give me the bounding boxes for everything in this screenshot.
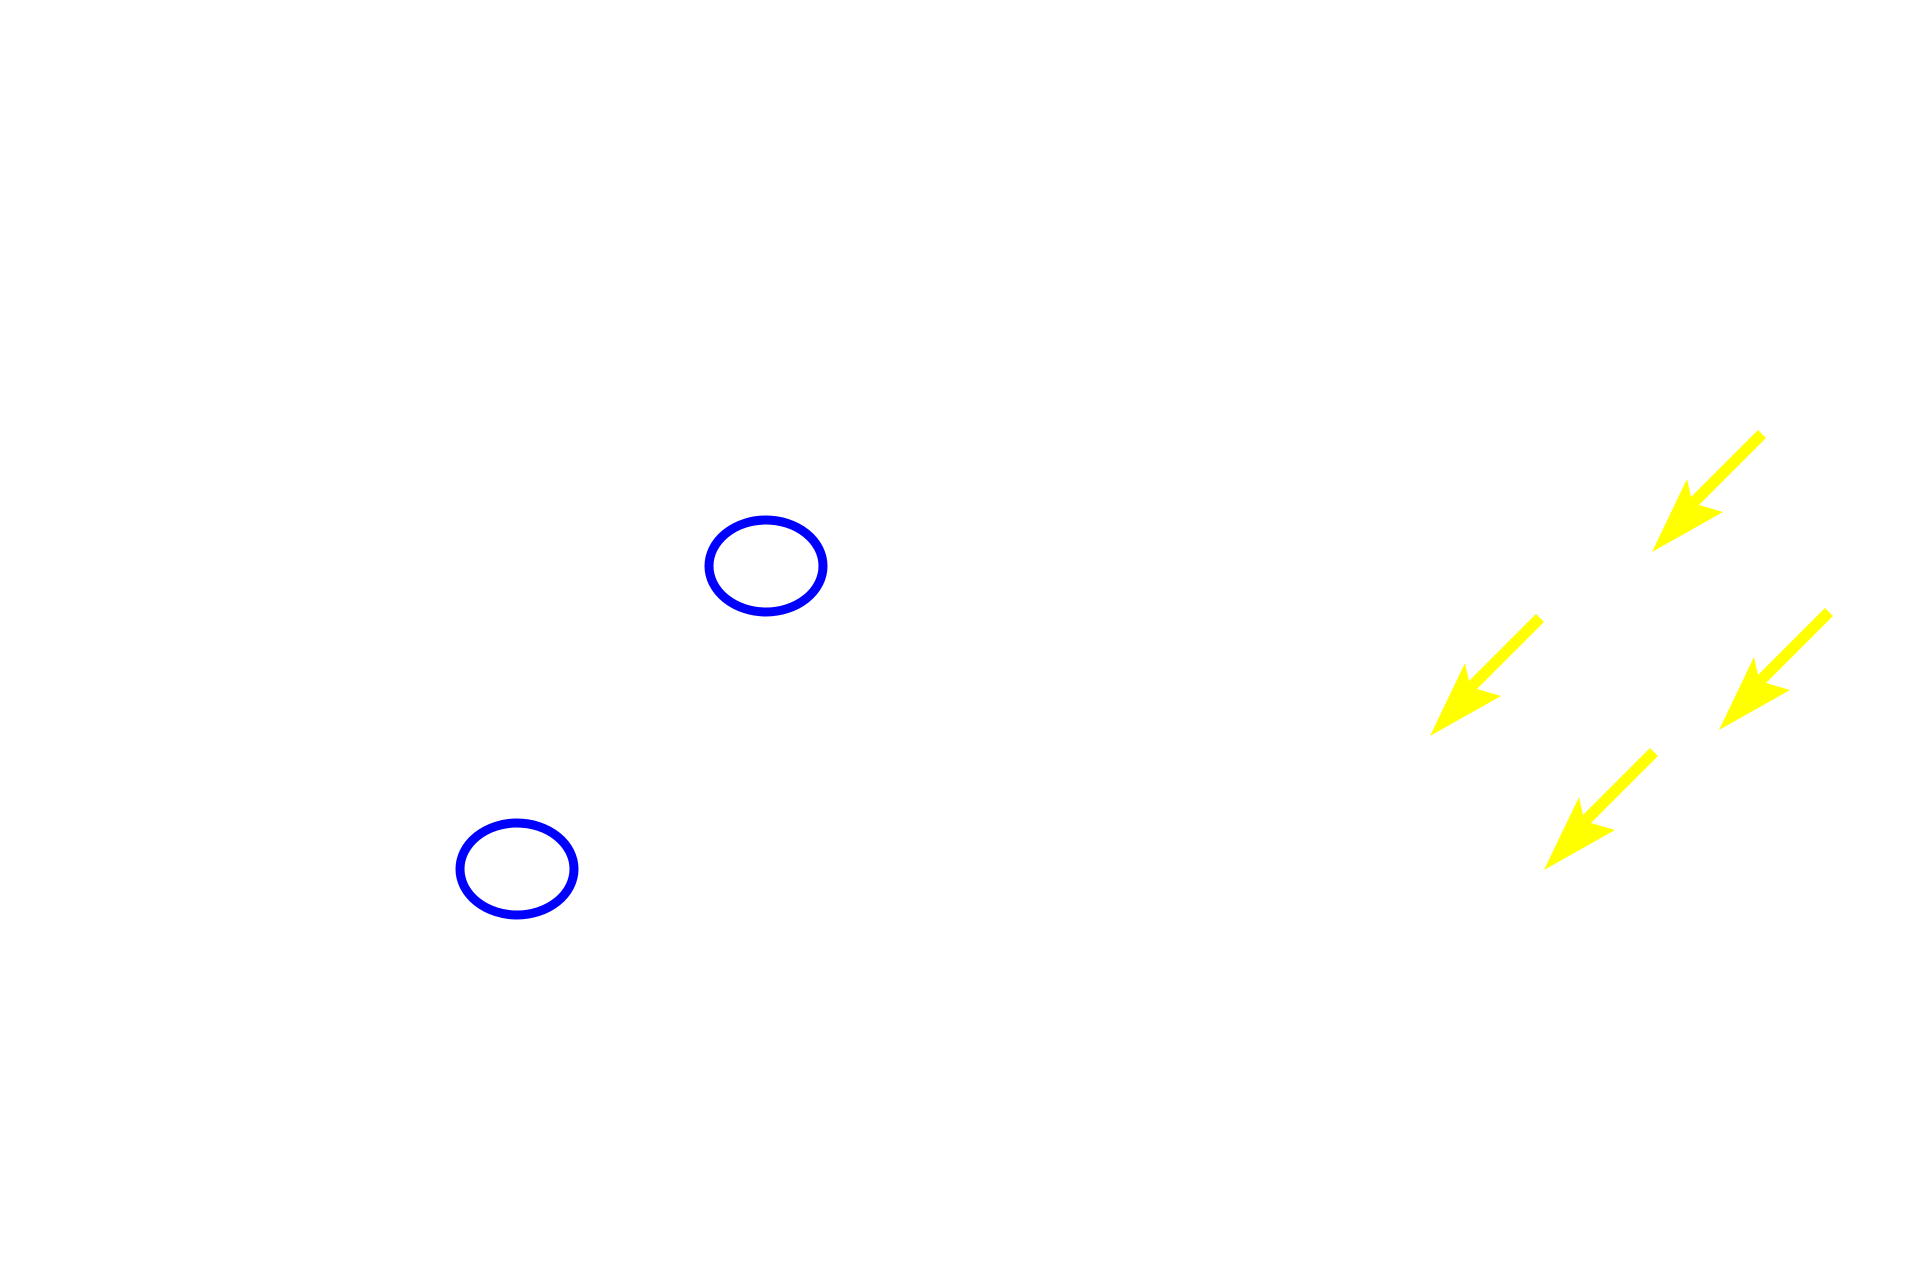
arrow-marker <box>1652 430 1766 552</box>
arrow-marker <box>1719 608 1833 730</box>
circle-markers <box>455 515 828 920</box>
arrow-marker <box>1430 614 1544 736</box>
circle-marker <box>455 818 579 920</box>
arrow-marker <box>1544 748 1658 870</box>
arrow-markers <box>1430 430 1833 870</box>
circle-marker <box>704 515 828 617</box>
